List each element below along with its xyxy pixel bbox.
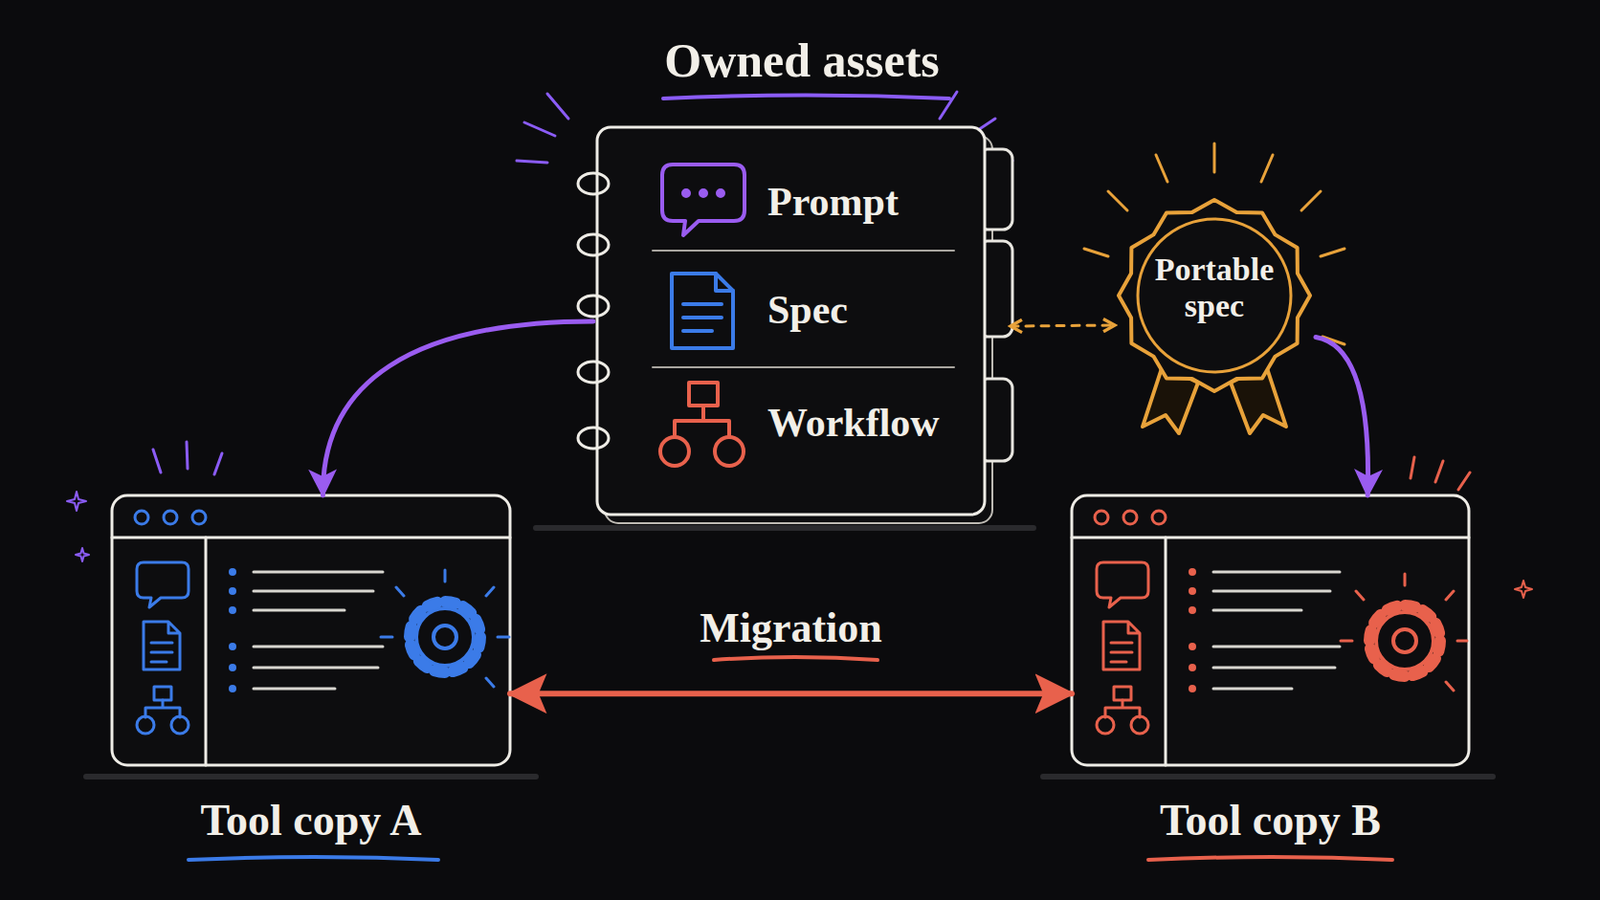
connector-arrow [1315, 337, 1369, 497]
rosette-badge [1118, 200, 1311, 434]
connector-arrow [1010, 325, 1115, 327]
spec-icon [671, 273, 734, 349]
ground-shadow [86, 774, 1493, 780]
node-text: Tool copy B [1071, 792, 1469, 850]
node-text: Owned assets [593, 28, 1011, 92]
highlight-rays [1410, 457, 1470, 490]
connector-arrow [322, 321, 594, 496]
tool-window-node: Tool copy A [111, 495, 511, 850]
edge-label: Migration [699, 603, 883, 653]
notebook [535, 127, 1034, 529]
connector-arrow [510, 690, 1072, 697]
tool-window-node: Tool copy B [1071, 495, 1469, 850]
badge-node: Portable spec [1114, 196, 1316, 436]
tool-window [1071, 495, 1469, 766]
node-text: Spec [767, 255, 848, 364]
prompt-icon [662, 164, 745, 236]
workflow-icon [660, 382, 744, 467]
node-text: Portable spec [1137, 251, 1291, 325]
asset-row: Spec [652, 255, 969, 364]
node-text: Prompt [767, 153, 899, 251]
title-underline [663, 95, 950, 100]
asset-row: Workflow [652, 367, 969, 479]
node-text: Tool copy A [111, 792, 511, 850]
notebook-node: Owned assetsPromptSpecWorkflow [593, 28, 1011, 522]
asset-row: Prompt [652, 153, 969, 251]
node-text: Workflow [767, 367, 940, 479]
tool-window [111, 495, 511, 766]
